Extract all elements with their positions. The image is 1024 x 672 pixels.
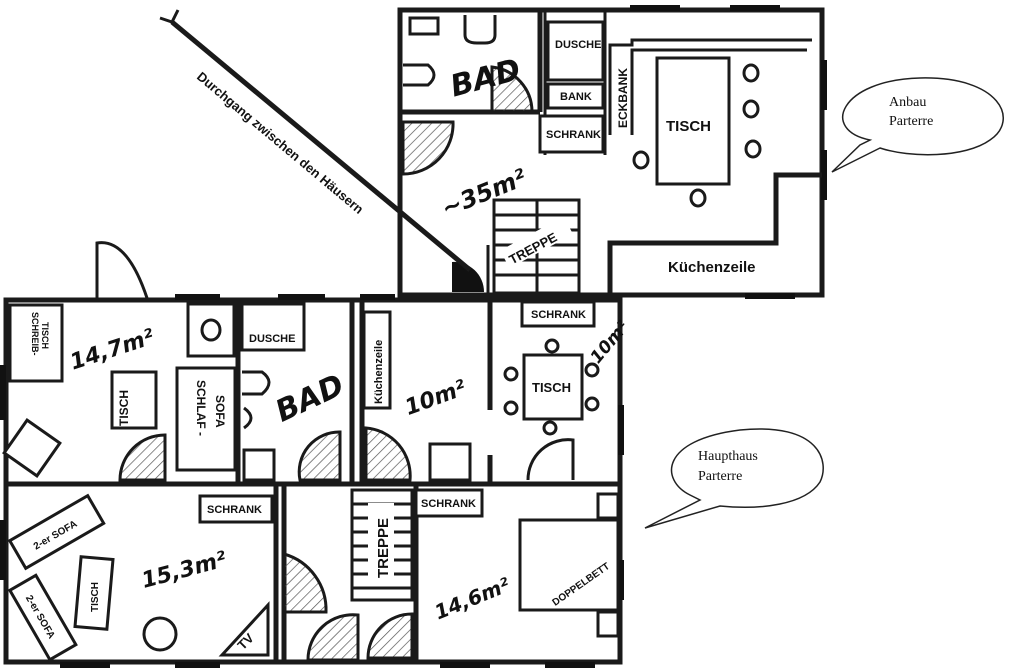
annex-bubble-line1: Anbau xyxy=(889,95,926,110)
door-swing xyxy=(306,613,360,662)
entrance-door xyxy=(95,241,149,299)
annex-bubble: Anbau Parterre xyxy=(831,77,1004,173)
annex-dusche-label: DUSCHE xyxy=(555,39,601,51)
tv-icon xyxy=(218,601,270,657)
main-bad-label: BAD xyxy=(270,368,349,430)
dining-schrank-label: SCHRANK xyxy=(531,309,586,321)
living-tisch-label: TISCH xyxy=(90,582,101,612)
main-treppe-label: TREPPE xyxy=(375,518,392,578)
sofa-2: 2-er SOFA xyxy=(7,573,78,662)
main-dusche-label: DUSCHE xyxy=(249,333,295,345)
annex-bubble-line2: Parterre xyxy=(889,114,933,129)
round-stool xyxy=(142,616,178,652)
shower xyxy=(240,302,306,352)
passage-label: Durchgang zwischen den Häusern xyxy=(194,69,366,217)
door-swing xyxy=(366,612,414,660)
door-swing xyxy=(297,430,342,482)
main-house: SCHREIB- TISCH 14,7m² TISCH SCHLAF - SOF… xyxy=(0,241,634,668)
main-bubble: Haupthaus Parterre xyxy=(644,428,824,529)
cabinet xyxy=(520,300,596,328)
door-swing xyxy=(118,433,167,482)
corner-bench xyxy=(608,38,812,135)
living-area-label: 15,3m² xyxy=(139,547,230,594)
dining-table xyxy=(655,56,731,186)
sofabed-label-2: SOFA xyxy=(213,395,227,428)
cabinet xyxy=(414,488,484,518)
small-table xyxy=(110,370,158,430)
annex-building: BAD DUSCHE BANK SCHRANK ECKBANK TISCH ~3… xyxy=(397,5,827,299)
toilet-icon xyxy=(242,370,271,396)
door-swing xyxy=(364,426,412,482)
nightstand xyxy=(596,610,620,638)
desk-label-2: TISCH xyxy=(40,322,50,349)
annex-eckbank-label: ECKBANK xyxy=(616,68,630,128)
bench xyxy=(546,82,605,110)
annex-bank-label: BANK xyxy=(560,91,592,103)
shower xyxy=(546,20,605,82)
main-kuechenzeile-label: Küchenzeile xyxy=(373,340,385,404)
bedroom-area-label: 14,6m² xyxy=(431,572,513,624)
main-bubble-line2: Parterre xyxy=(698,469,742,484)
dining-tisch-label: TISCH xyxy=(532,380,571,395)
main-bubble-line1: Haupthaus xyxy=(698,449,758,464)
kitchen-area-label: 10m² xyxy=(402,376,470,421)
room1-area-label: 14,7m² xyxy=(67,325,158,376)
toilet-icon xyxy=(463,15,497,45)
chairs xyxy=(632,63,762,208)
kitchen-counter xyxy=(362,310,392,410)
armchair xyxy=(2,418,62,478)
door-swing xyxy=(526,438,575,481)
desk xyxy=(8,303,64,383)
door-swing xyxy=(490,65,534,114)
annex-schrank-label: SCHRANK xyxy=(546,129,601,141)
sofabed-label-1: SCHLAF - xyxy=(194,380,208,436)
bathtub-icon xyxy=(403,63,436,87)
sofa-bed xyxy=(175,366,237,472)
nightstand xyxy=(596,492,620,520)
living-schrank-label: SCHRANK xyxy=(207,504,262,516)
small-tisch-label: TISCH xyxy=(117,390,131,426)
passage-door xyxy=(452,261,485,292)
cabinet xyxy=(538,114,605,154)
desk-label-1: SCHREIB- xyxy=(30,312,40,356)
kitchen-counter xyxy=(607,172,822,295)
stool xyxy=(428,442,472,482)
annex-tisch-label: TISCH xyxy=(666,118,711,135)
bedroom-schrank-label: SCHRANK xyxy=(421,498,476,510)
double-bed xyxy=(518,518,620,612)
bidet xyxy=(242,448,276,482)
washbasin-icon xyxy=(186,302,236,358)
door-swing xyxy=(401,120,455,176)
sink-icon xyxy=(408,16,440,36)
dining-table xyxy=(522,353,584,421)
passage-arrow xyxy=(159,9,472,272)
coffee-table xyxy=(73,555,115,631)
cabinet xyxy=(198,494,274,524)
door-swing xyxy=(282,552,328,614)
chairs xyxy=(503,338,600,436)
annex-kuechenzeile-label: Küchenzeile xyxy=(668,259,756,276)
